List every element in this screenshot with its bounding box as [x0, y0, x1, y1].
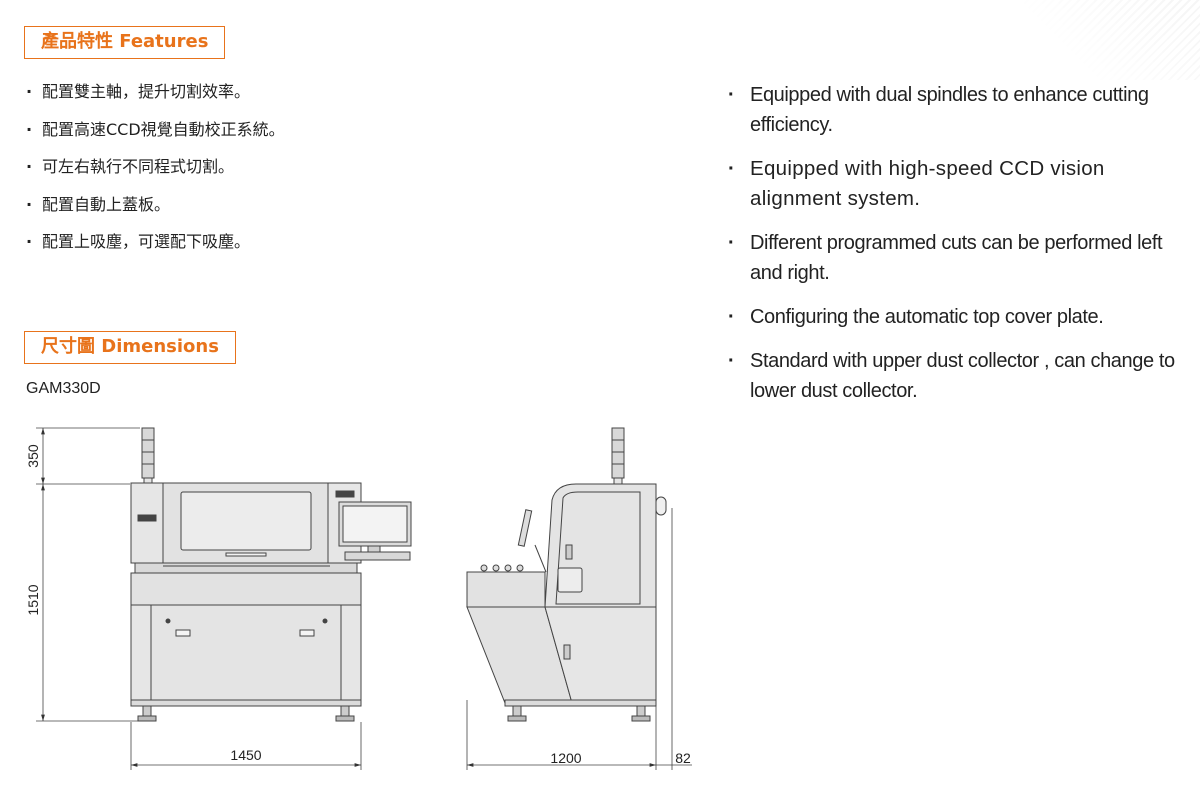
front-dimension-lines [36, 427, 362, 770]
feature-item-zh: 配置高速CCD視覺自動校正系統。 [26, 118, 285, 156]
dimension-drawing: 350 1510 1450 [25, 427, 692, 770]
feature-item-en: Equipped with high-speed CCD vision alig… [728, 154, 1188, 214]
feature-item-zh: 可左右執行不同程式切割。 [26, 155, 285, 193]
dimensions-heading: 尺寸圖 Dimensions [24, 331, 236, 364]
feature-item-en: Configuring the automatic top cover plat… [728, 302, 1188, 332]
feature-item-en: Equipped with dual spindles to enhance c… [728, 80, 1188, 140]
feature-item-zh: 配置雙主軸，提升切割效率。 [26, 80, 285, 118]
model-label: GAM330D [26, 380, 101, 397]
dim-body-height: 1510 [25, 584, 41, 615]
dim-width: 1450 [230, 747, 261, 763]
feature-item-zh: 配置上吸塵，可選配下吸塵。 [26, 230, 285, 268]
dim-extra-depth: 82 [675, 750, 691, 766]
feature-item-en: Different programmed cuts can be perform… [728, 228, 1188, 288]
dim-tower-height: 350 [25, 444, 41, 468]
side-view-machine [466, 427, 667, 722]
features-heading: 產品特性 Features [24, 26, 226, 59]
feature-item-zh: 配置自動上蓋板。 [26, 193, 285, 231]
dim-depth: 1200 [550, 750, 581, 766]
features-list-zh: 配置雙主軸，提升切割效率。 配置高速CCD視覺自動校正系統。 可左右執行不同程式… [26, 80, 285, 268]
front-view-machine [130, 427, 412, 722]
corner-decoration [1010, 0, 1200, 80]
features-list-en: Equipped with dual spindles to enhance c… [728, 80, 1188, 420]
feature-item-en: Standard with upper dust collector , can… [728, 346, 1188, 406]
side-dimension-lines [466, 508, 692, 770]
